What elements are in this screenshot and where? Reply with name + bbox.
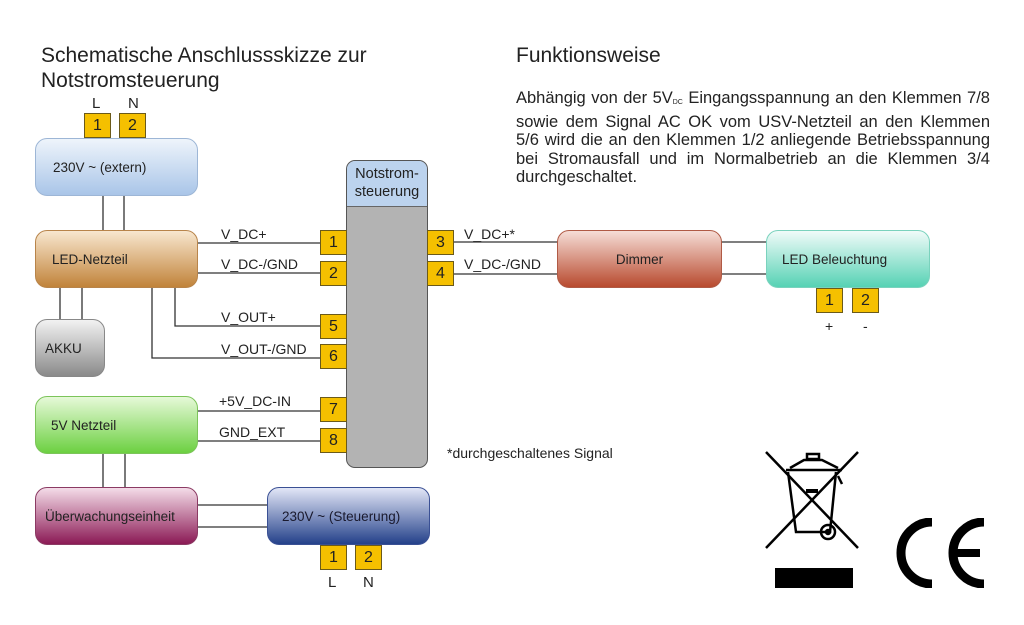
terminal-notstrom-1: 1 (320, 230, 347, 255)
block-5v-netzteil: 5V Netzteil (35, 396, 198, 454)
block-dimmer-label: Dimmer (615, 251, 664, 267)
terminal-label-l: L (92, 95, 101, 112)
block-5v-netzteil-label: 5V Netzteil (51, 417, 117, 433)
signal-vdc-plus-switched: V_DC+* (464, 226, 515, 242)
terminal-extern-2: 2 (119, 113, 146, 138)
terminal-extern-1: 1 (84, 113, 111, 138)
function-text-subscript: DC (672, 99, 683, 106)
terminal-steuerung-2: 2 (355, 545, 382, 570)
terminal-label-minus: - (863, 318, 868, 334)
diagram-title-line1: Schematische Anschlussskizze zur (41, 44, 367, 67)
signal-vdc-gnd: V_DC-/GND (221, 256, 299, 272)
block-led-beleuchtung: LED Beleuchtung (766, 230, 930, 288)
diagram-title: Schematische Anschlussskizze zur Notstro… (41, 43, 367, 93)
terminal-label-plus: + (825, 318, 834, 334)
terminal-notstrom-5: 5 (320, 314, 347, 339)
terminal-steuerung-1: 1 (320, 545, 347, 570)
notstromsteuerung-header: Notstrom- steuerung (347, 161, 427, 207)
function-heading: Funktionsweise (516, 44, 661, 67)
terminal-led-1: 1 (816, 288, 843, 313)
wire-vout-gnd (151, 287, 320, 359)
footnote: *durchgeschaltenes Signal (447, 445, 613, 461)
terminal-notstrom-4: 4 (427, 261, 454, 286)
signal-dc-in: +5V_DC-IN (219, 393, 291, 409)
diagram-title-line2: Notstromsteuerung (41, 69, 220, 92)
signal-vdc-gnd-out: V_DC-/GND (464, 256, 542, 272)
block-led-netzteil-label: LED-Netzteil (52, 251, 128, 267)
terminal-notstrom-6: 6 (320, 344, 347, 369)
signal-gnd-ext: GND_EXT (219, 424, 286, 440)
block-230v-steuerung: 230V ~ (Steuerung) (267, 487, 430, 545)
terminal-led-2: 2 (852, 288, 879, 313)
block-230v-extern-label: 230V ~ (extern) (53, 159, 147, 175)
function-text-part1: Abhängig von der 5V (516, 89, 673, 107)
signal-vdc-plus: V_DC+ (221, 226, 267, 242)
block-230v-extern: 230V ~ (extern) (35, 138, 198, 196)
wire-vout-plus (174, 287, 320, 327)
block-ueberwachungseinheit: Überwachungseinheit (35, 487, 198, 545)
signal-vout-gnd: V_OUT-/GND (221, 341, 307, 357)
terminal-notstrom-7: 7 (320, 397, 347, 422)
terminal-label-n-steuerung: N (363, 574, 374, 591)
signal-vout-plus: V_OUT+ (221, 309, 276, 325)
terminal-label-n: N (128, 95, 139, 112)
block-led-beleuchtung-label: LED Beleuchtung (782, 251, 888, 267)
terminal-notstrom-2: 2 (320, 261, 347, 286)
terminal-notstrom-8: 8 (320, 428, 347, 453)
terminal-notstrom-3: 3 (427, 230, 454, 255)
block-230v-steuerung-label: 230V ~ (Steuerung) (282, 508, 401, 524)
function-text-part2: Eingangsspannung an den Klemmen 7/8 sowi… (516, 89, 990, 186)
block-dimmer: Dimmer (557, 230, 722, 288)
ce-mark-icon (896, 518, 985, 588)
block-notstromsteuerung: Notstrom- steuerung (346, 160, 428, 468)
function-description: Abhängig von der 5VDC Eingangsspannung a… (516, 89, 990, 187)
terminal-label-l-steuerung: L (328, 574, 337, 591)
block-akku-label: AKKU (45, 340, 82, 356)
block-akku: AKKU (35, 319, 105, 377)
weee-crossed-bin-icon (765, 451, 859, 588)
block-led-netzteil: LED-Netzteil (35, 230, 198, 288)
block-ueberwachungseinheit-label: Überwachungseinheit (45, 508, 175, 524)
